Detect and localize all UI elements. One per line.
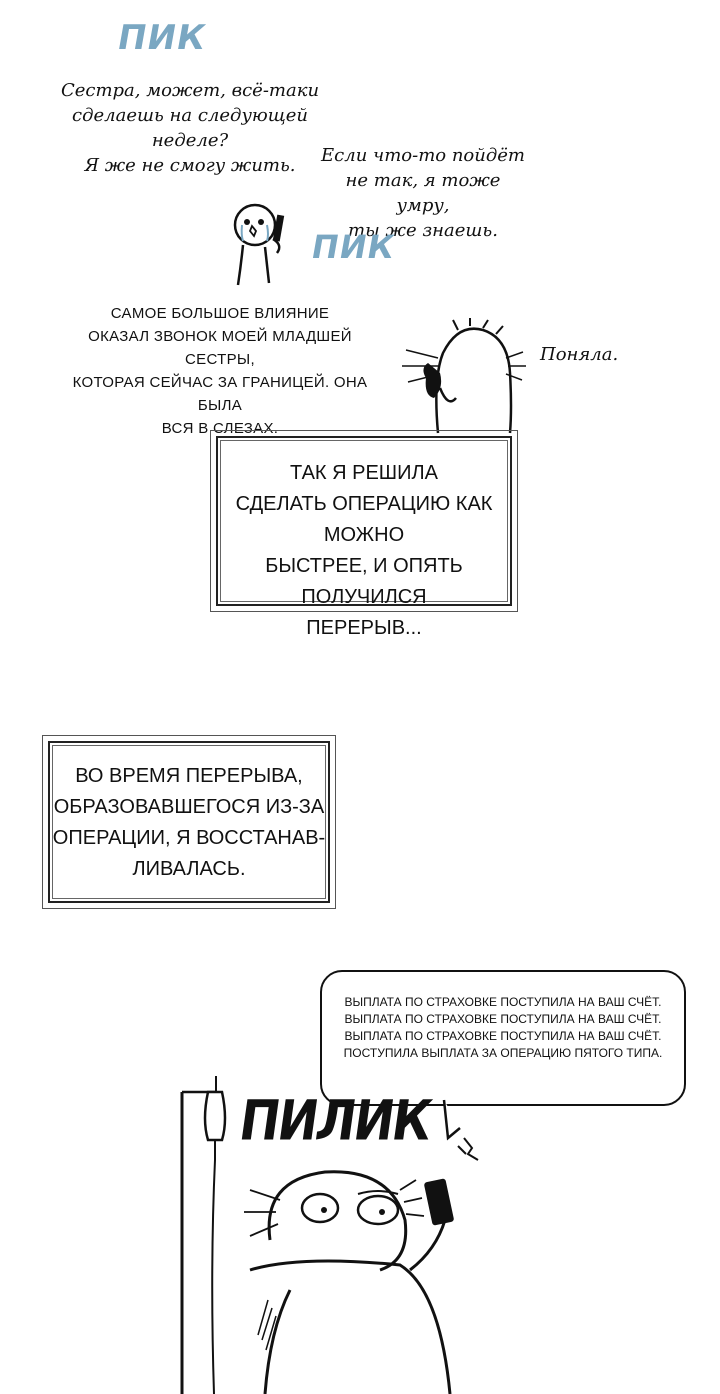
phone-notification-text: Выплата по страховке поступила на ваш сч… xyxy=(343,995,663,1060)
narration-box-2-text: Во время перерыва, образовавшегося из-за… xyxy=(52,765,326,880)
speech-sister: Сестра, может, всё-таки сделаешь на след… xyxy=(60,80,320,176)
sfx-pik-top: ПИК xyxy=(114,18,210,58)
speech-sister-2: Если что-то пойдёт не так, я тоже умру, … xyxy=(321,145,525,241)
narration-box-1-text: Так я решила сделать операцию как можно … xyxy=(235,462,493,639)
narrator-figure-icon xyxy=(402,318,526,434)
bedridden-figure-icon xyxy=(244,1170,454,1394)
bubble-tail-icon xyxy=(442,1099,479,1161)
narration-box-2: Во время перерыва, образовавшегося из-за… xyxy=(42,735,336,909)
speech-reply: Поняла. xyxy=(540,344,619,365)
phone-notification-bubble: Выплата по страховке поступила на ваш сч… xyxy=(320,970,686,1106)
sfx-pilik: ПИЛИК xyxy=(235,1088,435,1154)
narration-box-1: Так я решила сделать операцию как можно … xyxy=(210,430,518,639)
narration-influence: Самое большое влияние оказал звонок моей… xyxy=(72,305,368,437)
sfx-pik-mid: ПИК xyxy=(308,228,399,266)
sister-figure-icon xyxy=(233,203,285,286)
iv-stand-icon xyxy=(180,1076,227,1394)
